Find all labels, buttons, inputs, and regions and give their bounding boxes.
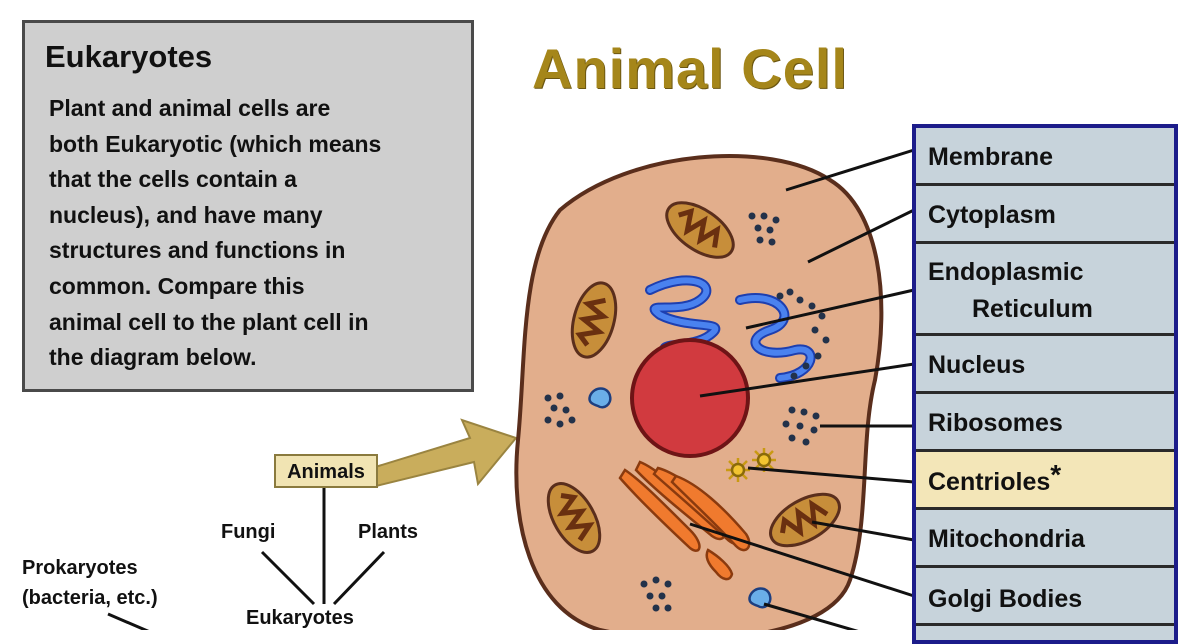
vesicle — [588, 387, 612, 409]
mitochondrion — [546, 482, 602, 554]
mitochondrion — [570, 281, 618, 359]
leader-golgi — [689, 522, 915, 598]
page-title: Animal Cell — [532, 37, 848, 100]
legend-row-highlight: Centrioles* — [916, 452, 1174, 510]
legend-row: Ribosomes — [916, 394, 1174, 452]
ribosome-cluster — [544, 392, 576, 428]
leader-vesicle — [763, 602, 859, 630]
info-box: Eukaryotes Plant and animal cells are bo… — [22, 20, 474, 392]
ribosome-cluster — [748, 212, 780, 246]
legend-row: Golgi Bodies — [916, 568, 1174, 626]
tree-line-plants — [332, 550, 386, 606]
legend-label-golgi: Golgi Bodies — [928, 585, 1083, 613]
legend-row: Endoplasmic Reticulum — [916, 244, 1174, 336]
legend-label-ribosomes: Ribosomes — [928, 409, 1063, 437]
ribosome-clusters — [544, 212, 820, 612]
leader-lines — [689, 148, 915, 630]
info-line: structures and functions in — [49, 237, 346, 264]
legend-label-mitochondria: Mitochondria — [928, 525, 1085, 553]
tree-line-fungi — [260, 550, 316, 606]
info-line: Plant and animal cells are — [49, 95, 331, 121]
info-line: animal cell to the plant cell in — [49, 308, 369, 335]
legend-row: Mitochondria — [916, 510, 1174, 568]
arrow-to-cell — [370, 418, 518, 488]
tree-lines — [107, 488, 386, 630]
info-line: that the cells contain a — [49, 166, 297, 193]
legend-row: Cytoplasm — [916, 186, 1174, 244]
info-line: common. Compare this — [49, 272, 305, 299]
asterisk-mark: * — [1050, 459, 1062, 490]
legend-row: Membrane — [916, 128, 1174, 186]
leader-er — [745, 288, 915, 330]
info-line: nucleus), and have many — [49, 201, 323, 228]
mitochondria — [546, 201, 841, 554]
animals-label: Animals — [287, 461, 365, 483]
er-ribosomes — [776, 288, 830, 380]
eukaryotes-label: Eukaryotes — [246, 607, 354, 629]
legend-table: Membrane Cytoplasm Endoplasmic Reticulum… — [912, 124, 1178, 644]
leader-centrioles — [747, 466, 915, 484]
golgi-bodies — [618, 460, 751, 581]
tree-line-prokaryotes — [107, 612, 150, 630]
fungi-label: Fungi — [221, 521, 276, 543]
legend-label-centrioles: Centrioles* — [928, 461, 1061, 497]
animals-box: Animals — [274, 454, 378, 488]
prokaryotes-label: Prokaryotes — [22, 557, 138, 579]
legend-row: Nucleus — [916, 336, 1174, 394]
legend-label-nucleus: Nucleus — [928, 351, 1026, 379]
legend-label-er: Endoplasmic — [928, 258, 1084, 286]
mitochondrion — [769, 492, 841, 548]
leader-cytoplasm — [807, 208, 915, 264]
info-line: both Eukaryotic (which means — [49, 130, 382, 157]
cell-diagram — [107, 148, 915, 630]
info-body: Plant and animal cells are both Eukaryot… — [49, 91, 469, 376]
ribosome-cluster — [782, 406, 820, 446]
vesicles — [588, 387, 772, 609]
prokaryotes-sublabel: (bacteria, etc.) — [22, 587, 158, 609]
mitochondrion — [665, 201, 735, 259]
ribosome-cluster — [640, 576, 672, 612]
leader-nucleus — [699, 362, 915, 398]
info-title: Eukaryotes — [45, 39, 213, 74]
leader-membrane — [785, 148, 915, 192]
legend-label-er-2: Reticulum — [972, 295, 1093, 323]
legend-centrioles-text: Centrioles — [928, 468, 1051, 496]
info-line: the diagram below. — [49, 344, 257, 371]
legend-label-membrane: Membrane — [928, 143, 1054, 171]
leader-mitochondria — [811, 520, 915, 542]
nucleus — [630, 338, 750, 458]
plants-label: Plants — [358, 521, 419, 543]
legend-label-cytoplasm: Cytoplasm — [928, 201, 1056, 229]
